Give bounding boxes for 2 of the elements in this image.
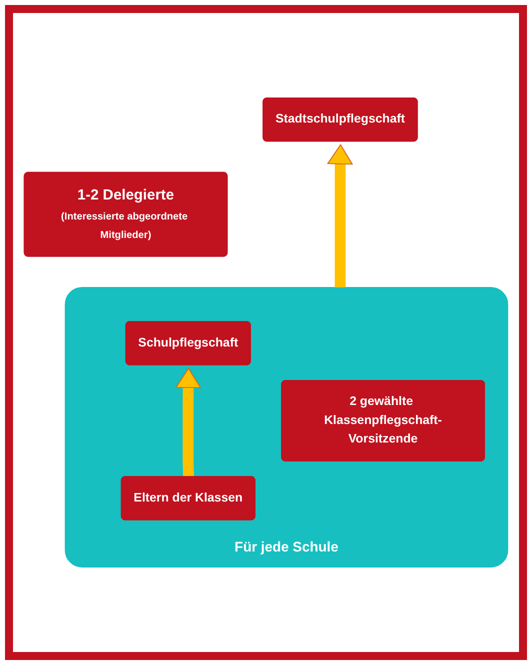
arrow [330, 144, 350, 288]
arrow [178, 368, 198, 477]
